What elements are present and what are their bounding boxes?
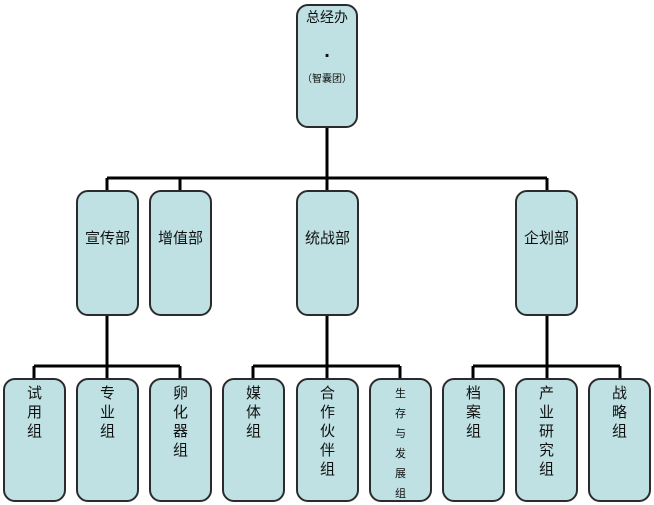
group-char: 组 xyxy=(172,441,188,459)
node-department-value-added: 增值部 xyxy=(149,190,212,316)
group-char: 组 xyxy=(319,460,335,478)
group-char: 业 xyxy=(538,403,554,421)
node-group-strategy: 战 略 组 xyxy=(588,378,651,502)
group-char: 存 xyxy=(395,407,406,420)
node-group-industry-research: 产 业 研 究 组 xyxy=(515,378,578,502)
node-general-office-subtitle: （智囊团） xyxy=(302,74,352,85)
node-group-archives: 档 案 组 xyxy=(442,378,505,502)
node-group-survival-development: 生 存 与 发 展 组 xyxy=(369,378,432,502)
node-general-office-title: 总经办 xyxy=(306,10,348,26)
group-char: 合 xyxy=(319,384,335,402)
group-char: 器 xyxy=(172,422,188,440)
node-group-trial: 试 用 组 xyxy=(3,378,66,502)
group-char: 档 xyxy=(465,384,481,402)
group-char: 化 xyxy=(172,403,188,421)
group-char: 究 xyxy=(538,441,554,459)
group-char: 生 xyxy=(395,387,406,400)
group-char: 组 xyxy=(465,422,481,440)
group-char: 组 xyxy=(245,422,261,440)
node-general-office: 总经办 · （智囊团） xyxy=(296,4,358,128)
node-group-incubator: 卵 化 器 组 xyxy=(149,378,212,502)
group-char: 组 xyxy=(26,422,42,440)
node-group-media: 媒 体 组 xyxy=(222,378,285,502)
group-char: 与 xyxy=(395,427,406,440)
group-char: 作 xyxy=(319,403,335,421)
group-char: 组 xyxy=(395,487,406,500)
group-char: 体 xyxy=(245,403,261,421)
group-char: 伙 xyxy=(319,422,335,440)
node-department-united-front: 统战部 xyxy=(296,190,359,316)
group-char: 战 xyxy=(611,384,627,402)
department-label: 宣传部 xyxy=(84,229,130,247)
group-char: 产 xyxy=(538,384,554,402)
group-char: 研 xyxy=(538,422,554,440)
node-department-planning: 企划部 xyxy=(515,190,578,316)
group-char: 略 xyxy=(611,403,627,421)
node-group-professional: 专 业 组 xyxy=(76,378,139,502)
group-char: 媒 xyxy=(245,384,261,402)
department-label: 企划部 xyxy=(523,229,569,247)
group-char: 用 xyxy=(26,403,42,421)
group-char: 案 xyxy=(465,403,481,421)
group-char: 卵 xyxy=(172,384,188,402)
node-department-publicity: 宣传部 xyxy=(76,190,139,316)
department-label: 统战部 xyxy=(304,229,350,247)
group-char: 试 xyxy=(26,384,42,402)
node-general-office-dot: · xyxy=(323,46,331,65)
department-label: 增值部 xyxy=(157,229,203,247)
group-char: 发 xyxy=(395,447,406,460)
group-char: 组 xyxy=(611,422,627,440)
group-char: 组 xyxy=(99,422,115,440)
group-char: 专 xyxy=(99,384,115,402)
group-char: 组 xyxy=(538,460,554,478)
group-char: 业 xyxy=(99,403,115,421)
group-char: 展 xyxy=(395,467,406,480)
node-group-partners: 合 作 伙 伴 组 xyxy=(296,378,359,502)
group-char: 伴 xyxy=(319,441,335,459)
